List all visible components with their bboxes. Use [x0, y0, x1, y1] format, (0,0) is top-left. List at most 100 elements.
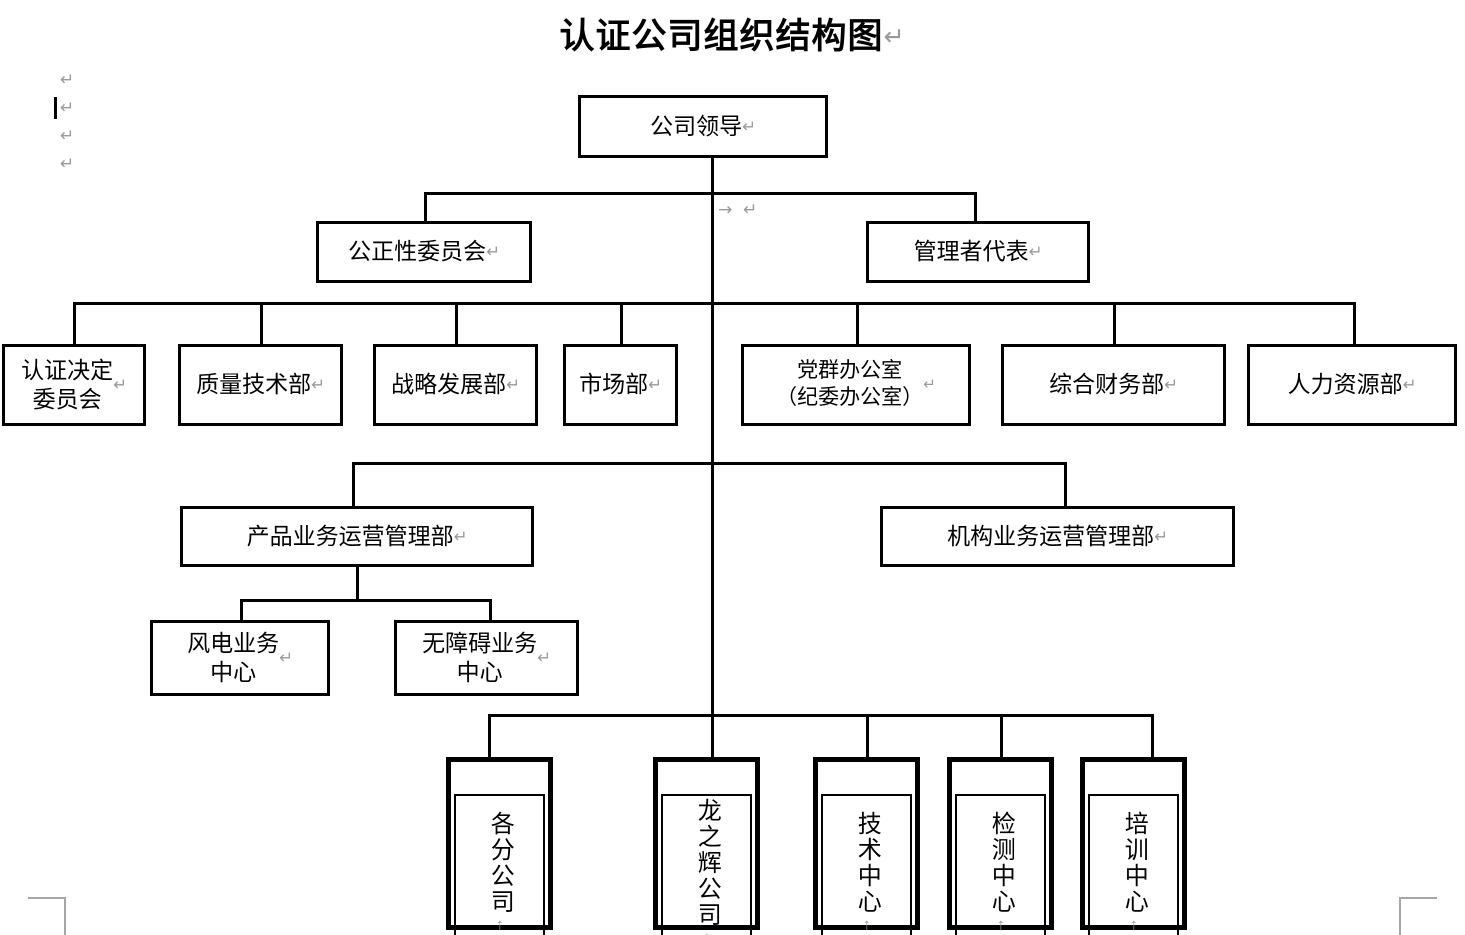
node-inner-frame: 各分公司↑ — [454, 794, 545, 935]
node-testing-center[interactable]: 检测中心↑ — [947, 757, 1054, 935]
connector-dept-drop-3 — [455, 302, 458, 344]
page-title: 认证公司组织结构图↵ — [0, 8, 1465, 59]
text-caret — [54, 97, 57, 119]
node-label: 公正性委员会 — [348, 238, 487, 265]
pilcrow-mark: ↵ — [486, 242, 500, 262]
connector-subsidiary-drop-1 — [488, 714, 491, 758]
pilcrow-mark: ↵ — [1028, 242, 1043, 262]
node-certification-decision-committee[interactable]: 认证决定 委员会↵ — [2, 344, 146, 426]
connector-level2-drop-left — [424, 192, 427, 221]
connector-product-ops-stem — [356, 566, 359, 602]
node-longzhihui-company[interactable]: 龙之辉公司↑ — [653, 757, 760, 935]
connector-level2-bus — [424, 192, 977, 195]
margin-paragraph-marks: ↵ ↵ ↵ ↵ — [54, 66, 100, 178]
arrow-icon: → — [718, 200, 733, 220]
connector-dept-drop-1 — [73, 302, 76, 344]
connector-departments-bus — [73, 302, 1355, 305]
node-label: 人力资源部 — [1287, 371, 1403, 398]
node-label: 党群办公室 （纪委办公室） — [776, 359, 924, 409]
node-inner-frame: 龙之辉公司↑ — [661, 794, 752, 935]
connector-center-drop-right — [489, 599, 492, 620]
node-management-representative[interactable]: 管理者代表↵ — [866, 221, 1090, 283]
node-product-business-operations-dept[interactable]: 产品业务运营管理部↵ — [180, 506, 534, 567]
pilcrow-mark: ↵ — [311, 375, 325, 395]
connector-subsidiary-drop-4 — [1000, 714, 1003, 758]
node-training-center[interactable]: 培训中心↑ — [1080, 757, 1187, 935]
connector-center-drop-left — [240, 599, 243, 620]
node-label: 风电业务 中心 — [187, 629, 280, 685]
margin-mark-4: ↵ — [60, 154, 75, 174]
connector-dept-drop-5 — [856, 302, 859, 344]
node-branch-companies[interactable]: 各分公司↑ — [446, 757, 553, 935]
node-label: 各分公司 — [486, 811, 514, 916]
node-label-vertical: 各分公司↑ — [486, 811, 514, 935]
node-quality-technology-dept[interactable]: 质量技术部↵ — [178, 344, 343, 426]
node-label-vertical: 龙之辉公司↑ — [693, 798, 720, 935]
node-inner-frame: 技术中心↑ — [821, 794, 912, 935]
node-wind-power-business-center[interactable]: 风电业务 中心↵ — [150, 620, 330, 696]
connector-operations-bus — [352, 462, 1067, 465]
node-label: 无障碍业务 中心 — [422, 629, 538, 685]
node-party-affairs-office[interactable]: 党群办公室 （纪委办公室）↵ — [741, 344, 971, 426]
pilcrow-mark: ↵ — [506, 375, 520, 395]
stray-arrow-mark: → ↵ — [718, 200, 757, 220]
node-inner-frame: 培训中心↑ — [1088, 794, 1179, 935]
pilcrow-mark: ↵ — [453, 526, 468, 546]
pilcrow-mark: ↵ — [537, 648, 551, 668]
connector-subsidiary-drop-3 — [866, 714, 869, 758]
node-finance-dept[interactable]: 综合财务部↵ — [1001, 344, 1226, 426]
pilcrow-mark: ↵ — [1402, 375, 1417, 395]
connector-dept-drop-7 — [1353, 302, 1356, 344]
node-label: 技术中心 — [853, 811, 881, 916]
node-label-vertical: 检测中心↑ — [987, 811, 1015, 935]
connector-level2-drop-right — [974, 192, 977, 221]
node-inner-frame: 检测中心↑ — [955, 794, 1046, 935]
connector-operations-drop-right — [1064, 462, 1067, 506]
pilcrow-mark: ↑ — [490, 915, 510, 935]
connector-dept-drop-2 — [260, 302, 263, 344]
pilcrow-mark: ↵ — [113, 375, 127, 395]
node-label-vertical: 培训中心↑ — [1120, 811, 1148, 935]
connector-dept-drop-4 — [620, 302, 623, 344]
node-impartiality-committee[interactable]: 公正性委员会↵ — [316, 221, 532, 283]
pilcrow-mark: ↑ — [697, 928, 716, 935]
pilcrow-mark: ↵ — [279, 648, 293, 668]
node-label: 机构业务运营管理部 — [947, 522, 1155, 549]
margin-mark-3: ↵ — [60, 126, 75, 146]
node-label: 公司领导 — [650, 112, 743, 139]
pilcrow-mark: ↵ — [1154, 526, 1168, 546]
node-technology-center[interactable]: 技术中心↑ — [813, 757, 920, 935]
node-label: 综合财务部 — [1049, 371, 1165, 398]
node-label: 培训中心 — [1120, 811, 1148, 916]
pilcrow-mark: ↵ — [883, 21, 906, 51]
node-label: 战略发展部 — [391, 371, 507, 398]
connector-subsidiary-drop-2 — [711, 714, 714, 758]
pilcrow-mark: ↑ — [1124, 915, 1144, 935]
node-strategy-development-dept[interactable]: 战略发展部↵ — [373, 344, 538, 426]
pilcrow-mark: ↑ — [991, 915, 1011, 935]
node-marketing-dept[interactable]: 市场部↵ — [563, 344, 678, 426]
node-label: 产品业务运营管理部 — [246, 522, 454, 549]
page-margin-corner-bottom-left — [28, 897, 66, 935]
node-label: 检测中心 — [987, 811, 1015, 916]
node-label: 管理者代表 — [913, 238, 1029, 265]
pilcrow-mark: ↑ — [857, 915, 877, 935]
pilcrow-mark: ↵ — [648, 375, 662, 395]
node-human-resources-dept[interactable]: 人力资源部↵ — [1247, 344, 1457, 426]
connector-dept-drop-6 — [1113, 302, 1116, 344]
margin-mark-1: ↵ — [60, 70, 75, 90]
connector-root-spine — [711, 157, 714, 717]
node-label: 认证决定 委员会 — [21, 356, 114, 412]
pilcrow-mark: ↵ — [923, 375, 936, 394]
connector-centers-bus — [240, 599, 492, 602]
page-margin-corner-bottom-right — [1399, 897, 1437, 935]
node-label: 质量技术部 — [196, 371, 312, 398]
connector-subsidiary-drop-5 — [1151, 714, 1154, 758]
margin-mark-2: ↵ — [54, 94, 100, 122]
node-accessibility-business-center[interactable]: 无障碍业务 中心↵ — [394, 620, 579, 696]
node-company-leadership[interactable]: 公司领导↵ — [578, 95, 828, 158]
pilcrow-mark: ↵ — [743, 200, 758, 220]
node-institutional-business-operations-dept[interactable]: 机构业务运营管理部↵ — [880, 506, 1235, 567]
node-label: 市场部 — [579, 371, 649, 398]
